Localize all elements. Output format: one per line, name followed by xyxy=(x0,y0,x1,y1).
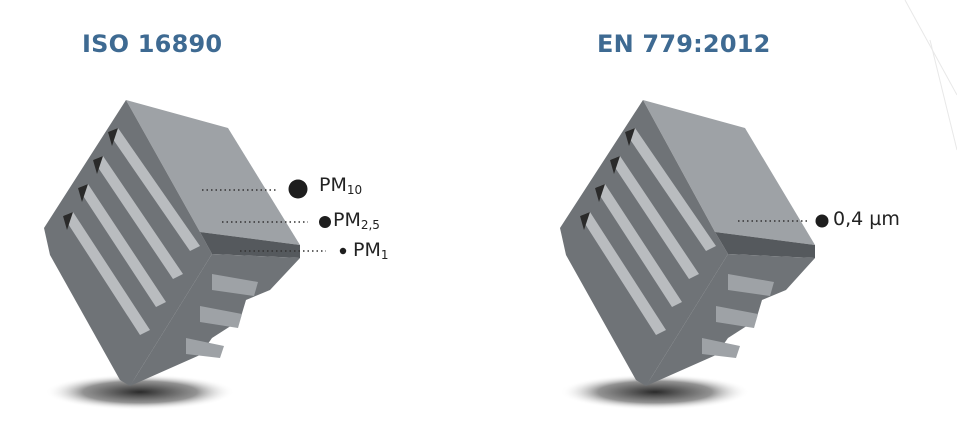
label-pm1: PM1 xyxy=(353,239,389,262)
particle-dot-pm10 xyxy=(288,179,308,199)
particle-dot-pm25 xyxy=(319,216,331,228)
particle-markers-right xyxy=(738,214,829,228)
label-pm1-base: PM xyxy=(353,239,381,261)
label-pm10-base: PM xyxy=(319,174,347,196)
bag-filter-left xyxy=(44,100,300,410)
particle-dot-04um xyxy=(815,214,829,228)
filter-pocket-openings xyxy=(63,128,118,230)
label-pm10-sub: 10 xyxy=(346,183,363,197)
filter-shadow xyxy=(560,374,750,410)
bag-filter-right xyxy=(560,100,815,410)
filter-side-fins xyxy=(186,274,258,358)
particle-markers-left xyxy=(202,179,347,255)
label-pm25-sub: 2,5 xyxy=(360,218,380,232)
filter-side-fins xyxy=(702,274,774,358)
filter-pocket-openings xyxy=(580,128,635,230)
iso-16890-title: ISO 16890 xyxy=(82,30,223,58)
filter-pocket-stripes xyxy=(580,128,716,335)
en-779-title: EN 779:2012 xyxy=(597,30,771,58)
label-04um: 0,4 µm xyxy=(833,208,900,230)
label-pm25: PM2,5 xyxy=(333,209,380,232)
label-pm1-sub: 1 xyxy=(380,248,389,262)
label-pm10: PM10 xyxy=(319,174,363,197)
particle-dot-pm1 xyxy=(339,247,347,255)
label-pm25-base: PM xyxy=(333,209,361,231)
decorative-corner-lines xyxy=(904,0,957,151)
filter-pocket-stripes xyxy=(63,128,200,335)
filter-shadow xyxy=(45,374,235,410)
